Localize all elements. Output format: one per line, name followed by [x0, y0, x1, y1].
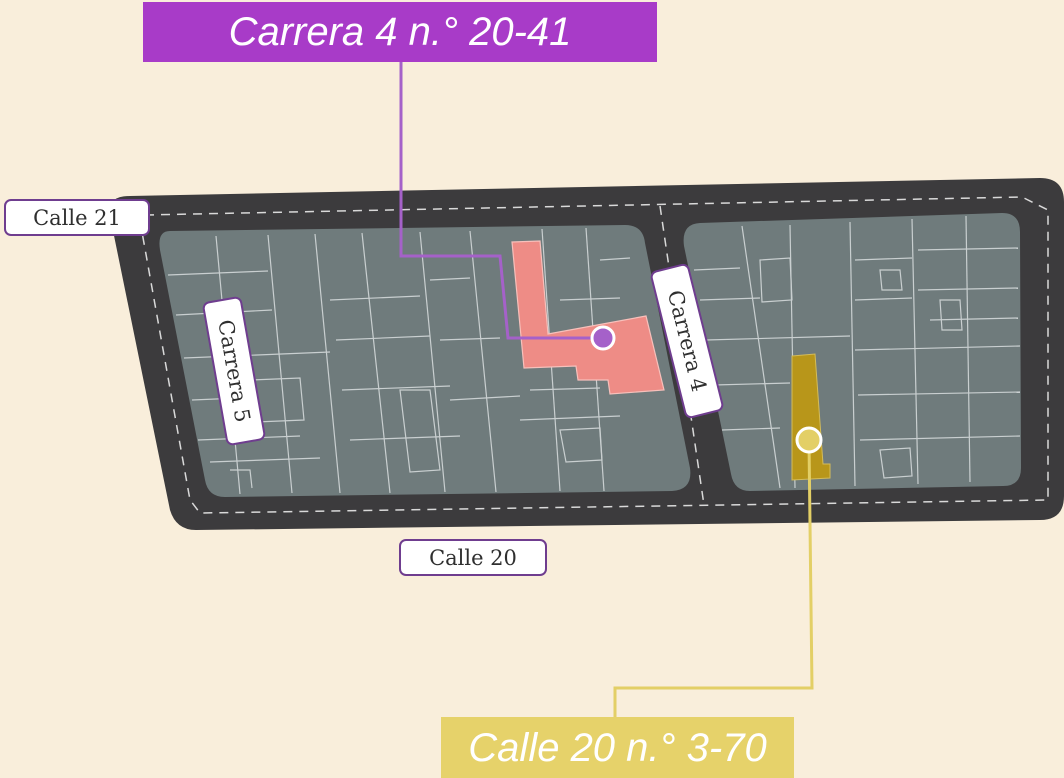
block-left: [159, 225, 691, 497]
parcel-carrera-4-n-20-41[interactable]: [511, 240, 665, 395]
parcel-lines-right: [693, 215, 1021, 489]
marker-carrera-4[interactable]: [590, 325, 616, 351]
marker-calle-20[interactable]: [795, 426, 823, 454]
leader-line-calle-20: [613, 441, 814, 717]
leader-line-carrera-4: [399, 62, 603, 340]
road-lane-markings: [141, 196, 1049, 514]
address-label-carrera-4: Carrera 4 n.° 20-41: [143, 2, 657, 62]
address-label-calle-20: Calle 20 n.° 3-70: [441, 717, 794, 778]
street-label-calle-21: Calle 21: [4, 199, 150, 236]
street-label-calle-20: Calle 20: [399, 539, 547, 576]
